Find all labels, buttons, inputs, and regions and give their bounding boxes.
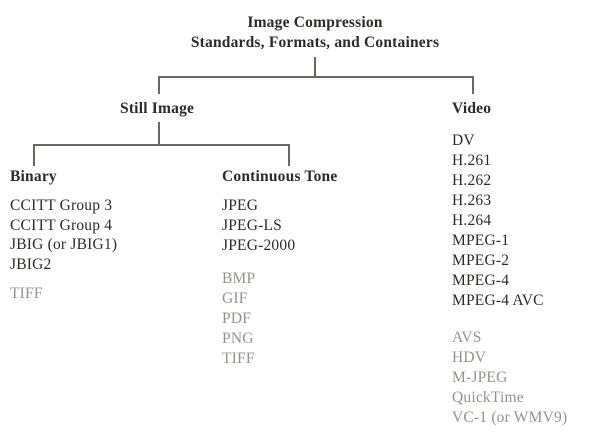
video-standard-item: H.263: [452, 192, 492, 209]
binary-standard-item: CCITT Group 3: [10, 197, 113, 214]
video-container-item: AVS: [452, 329, 482, 346]
video-standard-item: H.261: [452, 152, 492, 169]
connector-still-image-stem: [158, 122, 160, 145]
diagram-title-line1: Image Compression: [247, 14, 383, 31]
continuous-tone-format-item: BMP: [222, 270, 256, 287]
diagram-title-line2: Standards, Formats, and Containers: [190, 34, 440, 51]
category-label-continuous-tone: Continuous Tone: [222, 168, 338, 185]
video-container-item: HDV: [452, 349, 487, 366]
diagram-title: Image Compression Standards, Formats, an…: [140, 13, 490, 53]
video-standard-item: MPEG-4 AVC: [452, 292, 544, 309]
continuous-tone-formats-list: BMP GIF PDF PNG TIFF: [222, 269, 255, 369]
connector-still-image-horizontal: [33, 144, 290, 146]
binary-standards-list: CCITT Group 3 CCITT Group 4 JBIG (or JBIG1…: [10, 196, 117, 274]
continuous-tone-standards-list: JPEG JPEG-LS JPEG-2000: [222, 196, 295, 256]
video-container-item: M-JPEG: [452, 369, 508, 386]
video-container-item: VC-1 (or WMV9): [452, 409, 568, 426]
continuous-tone-format-item: GIF: [222, 290, 248, 307]
continuous-tone-standard-item: JPEG-2000: [222, 237, 296, 254]
continuous-tone-format-item: PDF: [222, 310, 252, 327]
video-standard-item: MPEG-2: [452, 252, 510, 269]
connector-video-drop: [472, 76, 474, 94]
branch-label-video: Video: [452, 100, 492, 117]
video-standard-item: DV: [452, 132, 475, 149]
category-label-binary: Binary: [10, 168, 57, 185]
connector-root-stem: [314, 57, 316, 77]
video-standard-item: MPEG-1: [452, 232, 510, 249]
binary-standard-item: JBIG2: [10, 255, 52, 273]
video-container-item: QuickTime: [452, 389, 524, 406]
continuous-tone-format-item: PNG: [222, 330, 254, 347]
connector-binary-drop: [33, 144, 35, 166]
branch-label-still-image: Still Image: [120, 100, 195, 117]
continuous-tone-standard-item: JPEG: [222, 197, 259, 214]
binary-standard-item: CCITT Group 4: [10, 216, 113, 234]
continuous-tone-format-item: TIFF: [222, 350, 255, 367]
continuous-tone-standard-item: JPEG-LS: [222, 217, 282, 234]
connector-continuous-tone-drop: [288, 144, 290, 166]
connector-still-image-drop: [158, 76, 160, 94]
binary-containers-list: TIFF: [10, 284, 43, 304]
video-standard-item: H.264: [452, 212, 492, 229]
video-standard-item: H.262: [452, 172, 492, 189]
video-standard-item: MPEG-4: [452, 272, 510, 289]
connector-root-horizontal: [158, 76, 474, 78]
binary-container-item: TIFF: [10, 285, 43, 302]
binary-standard-item: JBIG (or JBIG1): [10, 236, 118, 253]
